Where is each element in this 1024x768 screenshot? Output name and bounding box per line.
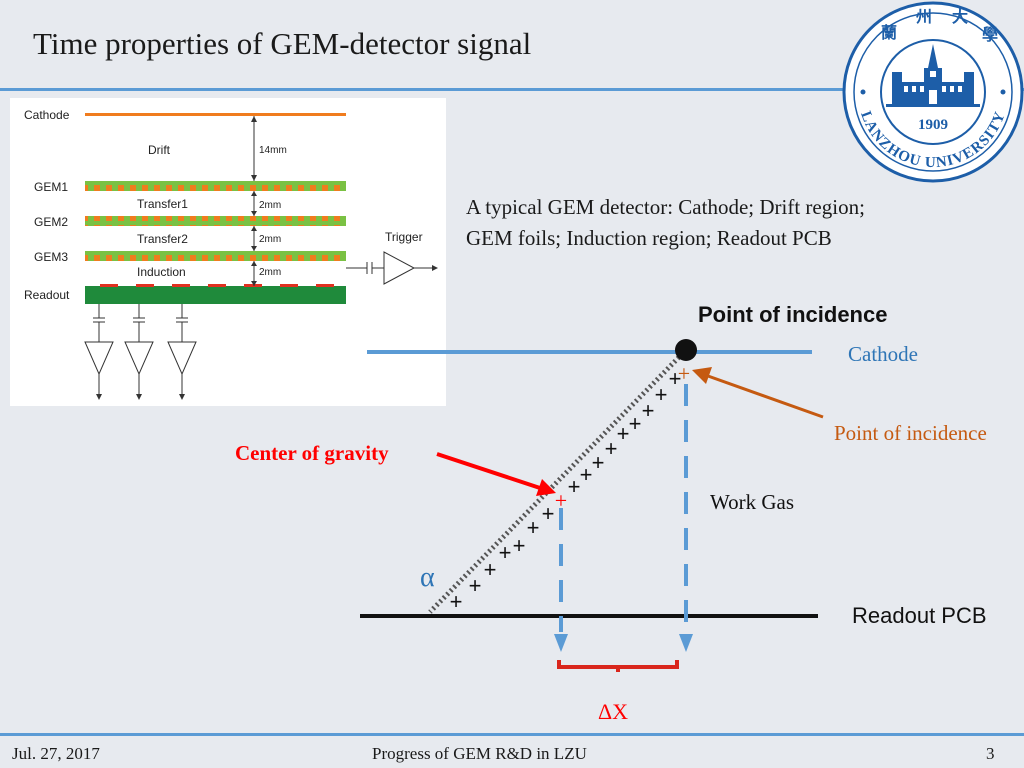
label-gem1: GEM1 bbox=[34, 180, 68, 194]
gap-induction: 2mm bbox=[259, 267, 281, 278]
label-gem3: GEM3 bbox=[34, 250, 68, 264]
label-transfer2: Transfer2 bbox=[137, 232, 188, 246]
logo-char-3: 大 bbox=[952, 7, 968, 26]
ion-marker: + bbox=[617, 421, 630, 446]
detector-description: A typical GEM detector: Cathode; Drift r… bbox=[466, 192, 865, 254]
logo-char-1: 蘭 bbox=[881, 23, 897, 42]
footer-rule bbox=[0, 733, 1024, 736]
ion-marker: + bbox=[580, 462, 593, 487]
description-line-2: GEM foils; Induction region; Readout PCB bbox=[466, 226, 832, 250]
ion-marker: + bbox=[605, 436, 618, 461]
incidence-arrow-head bbox=[692, 367, 712, 384]
gravity-arrow-shaft bbox=[436, 452, 541, 490]
alpha-angle-label: α bbox=[420, 562, 435, 593]
gap-drift: 14mm bbox=[259, 145, 287, 156]
incidence-arrow-shaft bbox=[707, 374, 824, 419]
gap-transfer1: 2mm bbox=[259, 200, 281, 211]
ion-marker: + bbox=[655, 382, 668, 407]
readout-pcb-label: Readout PCB bbox=[852, 603, 987, 628]
point-of-incidence-label: Point of incidence bbox=[834, 421, 987, 445]
logo-char-4: 學 bbox=[982, 25, 998, 44]
university-logo: 蘭 州 大 學 1909 LANZHOU UNIVERSITY bbox=[842, 1, 1024, 183]
ion-marker: + bbox=[527, 515, 540, 540]
ion-marker: + bbox=[499, 540, 512, 565]
title-rule bbox=[0, 88, 1024, 91]
cathode-label: Cathode bbox=[848, 342, 918, 366]
gap-transfer2: 2mm bbox=[259, 234, 281, 245]
ion-marker: + bbox=[513, 533, 526, 558]
ion-marker: + bbox=[592, 450, 605, 475]
label-trigger: Trigger bbox=[385, 230, 423, 244]
ion-marker: + bbox=[568, 474, 581, 499]
gem3-foil bbox=[85, 251, 346, 261]
logo-char-2: 州 bbox=[915, 7, 932, 26]
label-gem2: GEM2 bbox=[34, 215, 68, 229]
page-number: 3 bbox=[986, 744, 995, 763]
ion-marker: + bbox=[642, 398, 655, 423]
ion-marker: + bbox=[629, 411, 642, 436]
label-cathode: Cathode bbox=[24, 108, 70, 122]
ion-marker: + bbox=[669, 366, 682, 391]
gem1-foil bbox=[85, 181, 346, 191]
footer-date: Jul. 27, 2017 bbox=[12, 744, 100, 763]
arrowhead-gravity bbox=[554, 634, 568, 652]
logo-year: 1909 bbox=[918, 117, 948, 133]
description-line-1: A typical GEM detector: Cathode; Drift r… bbox=[466, 195, 865, 219]
readout-amplifiers bbox=[84, 304, 197, 396]
delta-x-label: ΔX bbox=[598, 699, 629, 724]
delta-x-bracket bbox=[557, 660, 679, 672]
work-gas-label: Work Gas bbox=[710, 490, 795, 514]
slide-title: Time properties of GEM-detector signal bbox=[33, 26, 532, 61]
label-transfer1: Transfer1 bbox=[137, 197, 188, 211]
label-drift: Drift bbox=[148, 143, 171, 157]
center-of-gravity-label: Center of gravity bbox=[235, 441, 389, 465]
label-readout: Readout bbox=[24, 288, 70, 302]
gem-detector-schematic: Cathode Drift GEM1 Transfer1 GEM2 Transf… bbox=[10, 98, 446, 406]
incidence-point bbox=[675, 339, 697, 361]
arrowhead-incidence bbox=[679, 634, 693, 652]
ion-marker: + bbox=[469, 573, 482, 598]
readout-board bbox=[85, 286, 346, 304]
ion-marker-incidence: + bbox=[678, 361, 690, 386]
footer-title: Progress of GEM R&D in LZU bbox=[372, 744, 587, 763]
building-icon bbox=[886, 44, 980, 107]
label-induction: Induction bbox=[137, 265, 186, 279]
gravity-arrow-head bbox=[536, 479, 556, 496]
ion-marker-gravity: + bbox=[555, 488, 567, 513]
gem2-foil bbox=[85, 216, 346, 226]
point-of-incidence-heading: Point of incidence bbox=[698, 302, 888, 327]
cathode-electrode bbox=[85, 113, 346, 116]
ion-marker: + bbox=[542, 501, 555, 526]
particle-track bbox=[428, 348, 688, 614]
ion-marker: + bbox=[484, 557, 497, 582]
ion-marker: + bbox=[450, 589, 463, 614]
